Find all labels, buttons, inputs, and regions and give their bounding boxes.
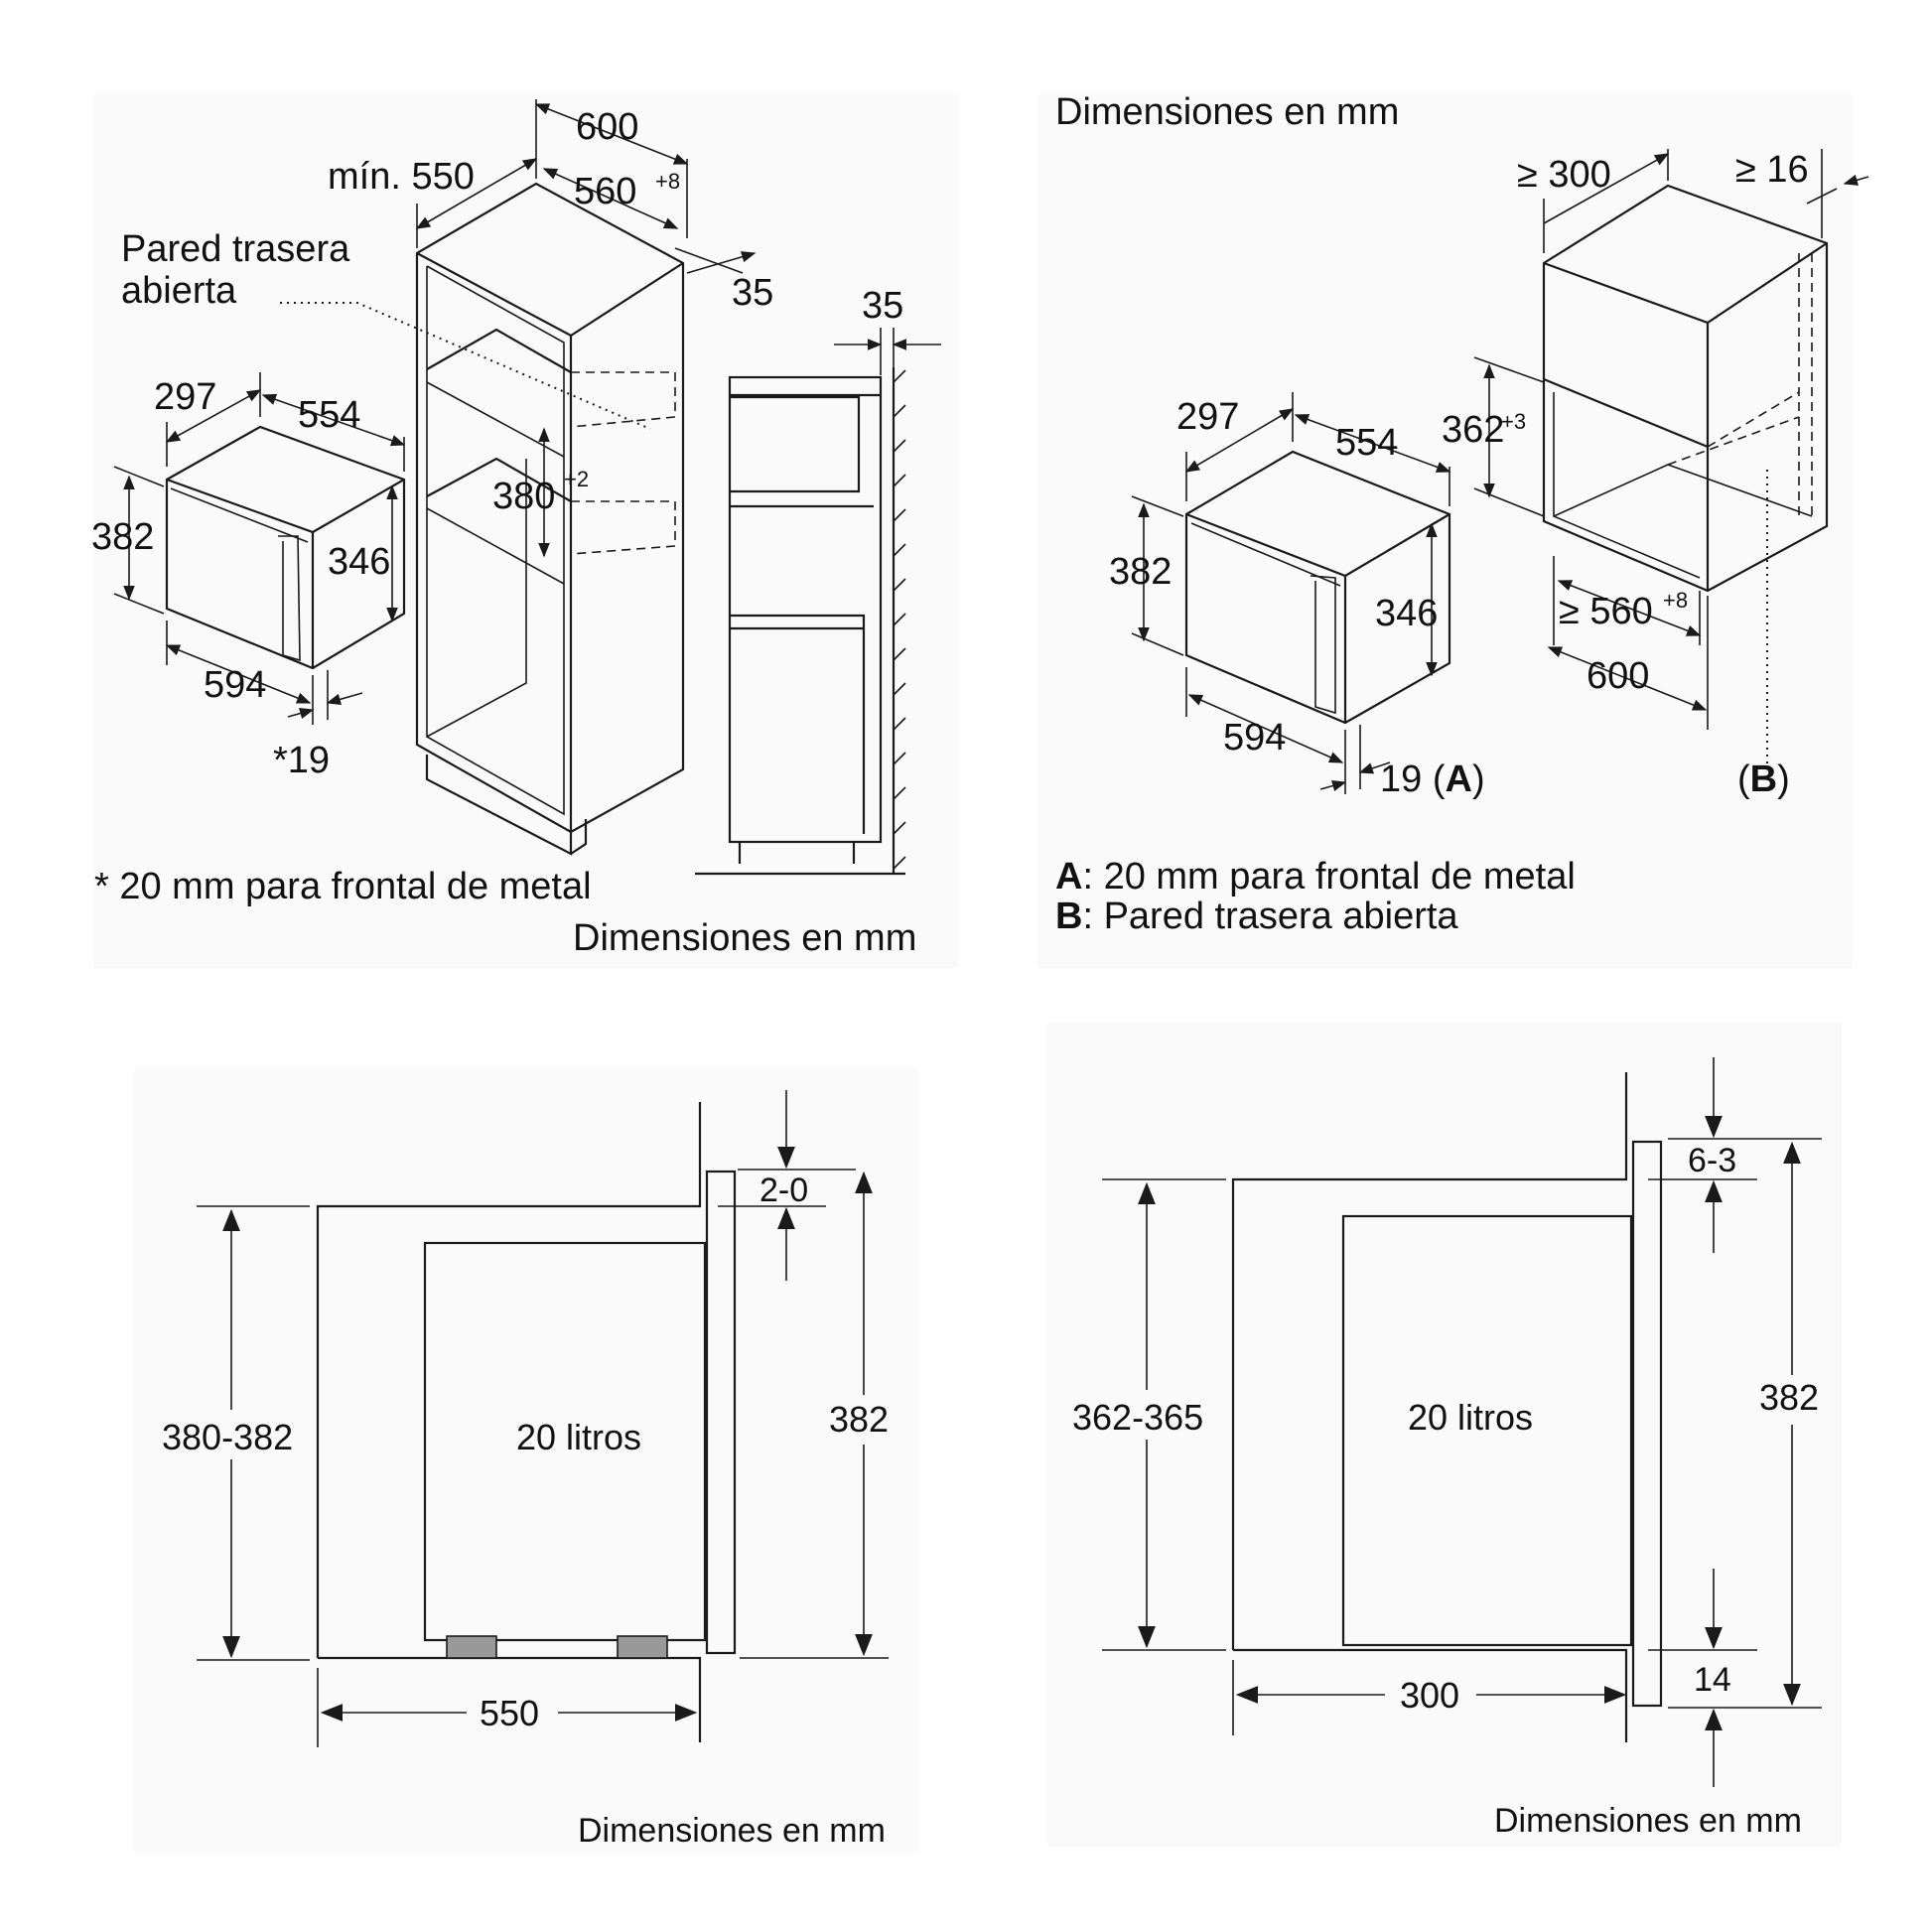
dim-16-min: ≥ 16	[1735, 149, 1809, 191]
label-pared-2: abierta	[121, 270, 237, 312]
dim-594: 594	[204, 664, 266, 706]
panel-bottom-right: 20 litros 6-3 362-365 382 14 300 Dimensi…	[1070, 1057, 1837, 1840]
dim-6-3: 6-3	[1688, 1142, 1736, 1179]
dim-560: 560	[574, 171, 636, 212]
dim-346: 346	[328, 541, 390, 583]
dim-19: *19	[273, 740, 330, 781]
units-label-tl: Dimensiones en mm	[573, 917, 916, 959]
dim-346-tr: 346	[1375, 593, 1438, 634]
dim-560-min: ≥ 560	[1559, 591, 1653, 632]
dim-300-br: 300	[1400, 1675, 1459, 1716]
pared-pointer	[280, 302, 651, 430]
dim-300-min: ≥ 300	[1517, 154, 1611, 196]
dim-594-tr: 594	[1223, 717, 1286, 759]
dim-362-365: 362-365	[1072, 1397, 1203, 1438]
dim-362: 362	[1442, 409, 1504, 451]
capacity-label-br: 20 litros	[1408, 1397, 1533, 1438]
dim-382-bl: 382	[829, 1399, 889, 1440]
side-view-cabinet	[695, 328, 941, 876]
label-b: (B)	[1737, 759, 1790, 800]
dim-560-sup: +8	[655, 169, 680, 194]
dim-554-tr: 554	[1335, 422, 1398, 464]
dim-297-tr: 297	[1176, 396, 1239, 438]
dim-550: 550	[480, 1693, 539, 1733]
dim-380-382: 380-382	[162, 1417, 293, 1457]
units-label-tr: Dimensiones en mm	[1055, 91, 1399, 133]
panel-bottom-left: 20 litros 2-0 380-382 382 550 Dimensione…	[159, 1090, 908, 1850]
units-label-bl: Dimensiones en mm	[578, 1812, 886, 1850]
dim-297: 297	[154, 376, 216, 418]
tall-cabinet	[415, 182, 685, 856]
dim-35-a: 35	[732, 272, 773, 314]
panel-top-right-bg	[1037, 94, 1852, 968]
units-label-br: Dimensiones en mm	[1494, 1802, 1802, 1840]
panel-top-right: Dimensiones en mm ≥ 300 ≥ 16 362 +	[1055, 91, 1869, 937]
dim-380-sup: +2	[564, 467, 589, 491]
dim-362-sup: +3	[1501, 409, 1526, 434]
dim-600: 600	[576, 106, 638, 148]
panel-top-left: Pared trasera abierta 600 mín. 550 560 +…	[91, 99, 941, 959]
dim-19-a: 19 (A)	[1380, 759, 1485, 800]
dim-560-sup-tr: +8	[1663, 588, 1688, 613]
legend-a: A: 20 mm para frontal de metal	[1055, 856, 1576, 897]
dim-382: 382	[91, 516, 154, 558]
wall-cabinet	[1542, 184, 1829, 764]
dim-382-tr: 382	[1109, 551, 1172, 593]
dim-2-0: 2-0	[759, 1172, 808, 1209]
capacity-label-bl: 20 litros	[516, 1417, 641, 1457]
dim-min-550: mín. 550	[328, 156, 475, 198]
dim-35-b: 35	[862, 285, 903, 327]
dim-380: 380	[492, 476, 555, 517]
legend-b: B: Pared trasera abierta	[1055, 896, 1458, 937]
dim-382-br: 382	[1759, 1377, 1819, 1418]
note-metal-front: * 20 mm para frontal de metal	[94, 866, 592, 907]
dim-600-tr: 600	[1587, 655, 1649, 697]
dim-554: 554	[298, 394, 360, 436]
dim-14: 14	[1694, 1661, 1731, 1699]
label-pared-1: Pared trasera	[121, 228, 350, 270]
